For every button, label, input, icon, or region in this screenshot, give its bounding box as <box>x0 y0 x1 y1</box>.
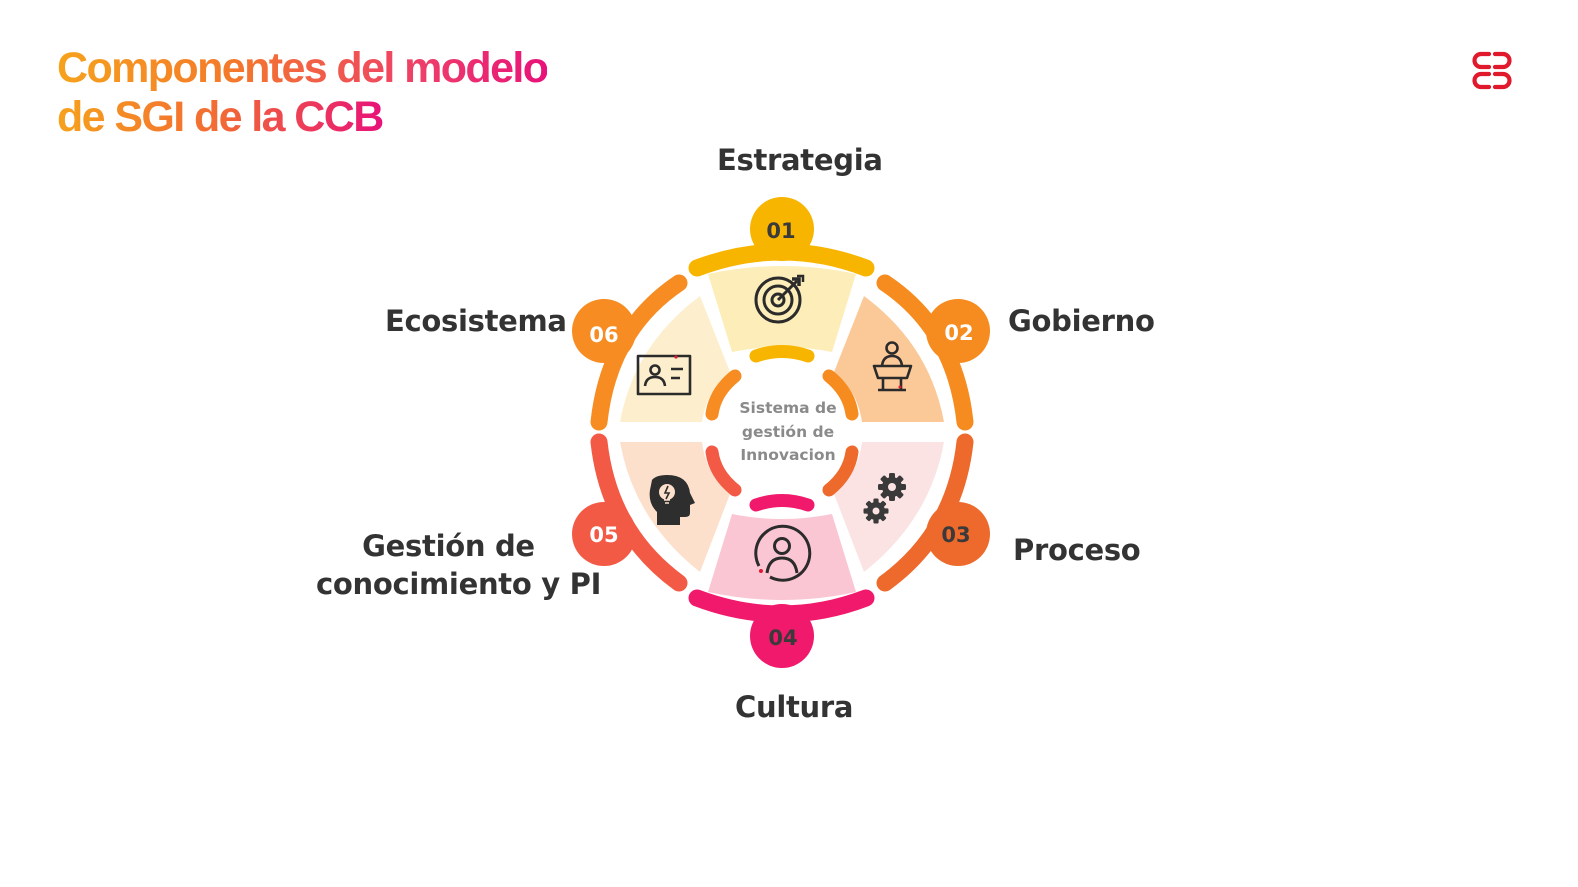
title-line-2: de SGI de la CCB <box>57 93 384 141</box>
head-lightbulb-icon <box>649 475 695 525</box>
segment-02 <box>822 274 990 431</box>
user-circle-icon <box>754 524 812 582</box>
title-line-1: Componentes del modelo <box>57 44 549 92</box>
label-cultura: Cultura <box>735 690 854 724</box>
badge-number-05: 05 <box>589 523 618 547</box>
ccb-logo-icon <box>1472 51 1512 90</box>
gears-icon <box>863 473 906 524</box>
podium-speaker-icon <box>872 341 913 392</box>
center-label: Sistema de gestión de Innovacion <box>728 397 848 468</box>
segment-03 <box>822 433 990 592</box>
badge-number-06: 06 <box>589 323 618 347</box>
center-label-line-1: Sistema de <box>739 399 837 417</box>
label-ecosistema: Ecosistema <box>385 304 567 338</box>
badge-number-01: 01 <box>766 219 795 243</box>
page-title: Componentes del modelo de SGI de la CCB <box>57 44 549 142</box>
label-gestion-line-1: Gestión de <box>362 529 535 563</box>
segment-01 <box>688 197 875 363</box>
center-label-line-2: gestión de <box>741 422 835 441</box>
label-proceso: Proceso <box>1013 533 1141 567</box>
target-icon <box>754 274 805 324</box>
center-label-line-3: Innovacion <box>740 446 836 464</box>
segment-05 <box>572 433 742 592</box>
label-estrategia: Estrategia <box>717 143 883 177</box>
segment-06 <box>572 274 742 431</box>
presentation-board-icon <box>636 354 692 396</box>
badge-number-03: 03 <box>941 523 970 547</box>
badge-number-02: 02 <box>944 321 973 345</box>
label-gestion-line-2: conocimiento y PI <box>316 567 602 601</box>
label-gestion-conocimiento: Gestión de conocimiento y PI <box>316 527 602 603</box>
label-gobierno: Gobierno <box>1008 304 1155 338</box>
badge-number-04: 04 <box>768 626 797 650</box>
